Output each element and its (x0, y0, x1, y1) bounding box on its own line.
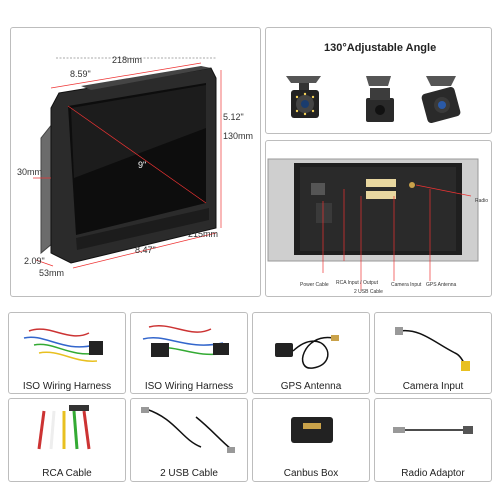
canbus-box-icon (291, 417, 333, 443)
dim-depth-mm: 30mm (17, 167, 43, 177)
accessory-card: RCA Cable (8, 398, 126, 482)
accessory-caption: ISO Wiring Harness (144, 381, 234, 392)
dim-height-mm: 130mm (223, 131, 254, 141)
accessory-card: Camera Input (374, 312, 492, 394)
dim-side-in: 2.09" (24, 256, 45, 266)
dim-width-in: 8.59" (70, 69, 91, 79)
dim-bottom-mm: 215mm (188, 229, 219, 239)
accessory-caption: 2 USB Cable (160, 468, 218, 479)
accessory-caption: ISO Wiring Harness (22, 381, 112, 392)
accessory-card: ISO Wiring Harness (130, 312, 248, 394)
dim-diagonal: 9" (138, 160, 147, 170)
accessory-caption: Camera Input (402, 381, 464, 392)
label-usb: 2 USB Cable (354, 289, 383, 295)
camera-panel: 130°Adjustable Angle (265, 27, 492, 134)
label-gps: GPS Antenna (426, 282, 457, 288)
label-camera-input: Camera Input (391, 282, 422, 288)
dim-height-in: 5.12" (223, 112, 244, 122)
dim-width-mm: 218mm (112, 55, 143, 65)
accessory-caption: Canbus Box (283, 468, 339, 479)
gps-antenna-icon (275, 335, 339, 369)
head-unit-illustration (33, 57, 222, 269)
camera-title: 130°Adjustable Angle (324, 42, 437, 54)
usb-cable-icon (141, 407, 235, 453)
accessory-card: Canbus Box (252, 398, 370, 482)
accessory-card: ISO Wiring Harness (8, 312, 126, 394)
wiring-harness-icon (23, 328, 103, 362)
dimensions-panel: 218mm 8.59" 5.12" 130mm 9" 30mm 215mm 8.… (10, 27, 261, 297)
camera-cable-icon (395, 327, 470, 371)
accessory-card: Radio Adaptor (374, 398, 492, 482)
label-rca: RCA Input / Output (336, 280, 378, 286)
accessory-card: GPS Antenna (252, 312, 370, 394)
rca-cable-icon (37, 405, 91, 450)
dim-bottom-in: 8.47" (135, 245, 156, 255)
dim-side-mm: 53mm (39, 268, 65, 278)
label-radio: Radio (475, 198, 489, 204)
rear-panel: Radio Power Cable RCA Input / Output Cam… (265, 140, 492, 297)
wiring-harness-icon (142, 325, 229, 357)
accessory-caption: RCA Cable (42, 468, 92, 479)
label-power-cable: Power Cable (300, 282, 329, 288)
accessory-caption: Radio Adaptor (401, 468, 465, 479)
rear-connector-illustration (267, 158, 479, 291)
camera-icon (286, 76, 461, 123)
radio-adaptor-icon (393, 426, 473, 434)
accessory-card: 2 USB Cable (130, 398, 248, 482)
accessory-caption: GPS Antenna (280, 381, 342, 392)
